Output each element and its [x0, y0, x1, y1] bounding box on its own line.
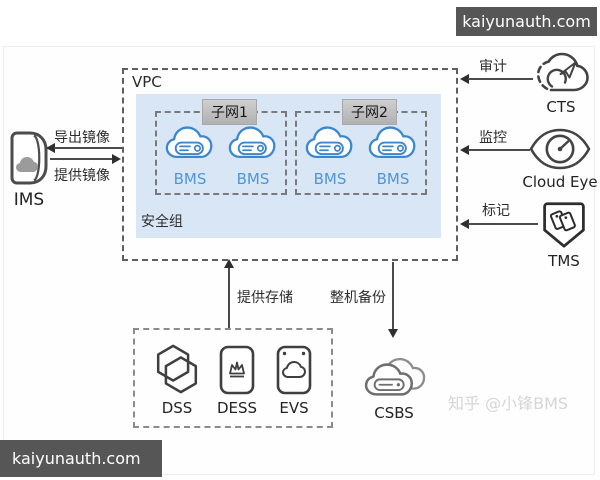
watermark-bottom: kaiyunauth.com — [0, 440, 162, 477]
bms-cloud-server-icon — [368, 126, 416, 159]
dess-crown-card-icon — [219, 345, 255, 395]
audit-arrow-label: 审计 — [479, 59, 507, 75]
storage-services-boundary — [133, 328, 333, 428]
bms-node-label: BMS — [313, 170, 347, 188]
cts-label: CTS — [546, 98, 576, 116]
security-group-label: 安全组 — [141, 214, 183, 230]
evs-cloud-card-icon — [276, 345, 312, 395]
audit-arrow-line — [468, 78, 533, 80]
dss-double-hexagon-icon — [156, 344, 198, 394]
bms-node-1: BMS — [164, 123, 216, 188]
bms-node-label: BMS — [236, 170, 270, 188]
cloud-eye-gauge-icon — [529, 128, 591, 170]
vpc-label: VPC — [132, 73, 162, 91]
provide-image-arrow-line — [50, 158, 113, 160]
export-image-arrow-label: 导出镜像 — [54, 130, 110, 146]
ims-label: IMS — [13, 190, 45, 210]
bms-cloud-server-icon — [305, 126, 353, 159]
bms-node-4: BMS — [367, 123, 419, 188]
tag-arrow-line — [468, 223, 538, 225]
tag-arrow-label: 标记 — [482, 203, 510, 219]
provide-image-arrow-label: 提供镜像 — [54, 168, 110, 184]
subnet-1-label: 子网1 — [202, 99, 257, 125]
watermark-bottom-text: kaiyunauth.com — [12, 449, 141, 468]
monitor-arrow-line — [468, 149, 530, 151]
cloud-eye-label: Cloud Eye — [522, 173, 598, 191]
provide-image-arrowhead — [112, 154, 121, 164]
tms-label: TMS — [548, 252, 580, 270]
provide-storage-arrowhead — [224, 259, 234, 268]
ims-image-file-cloud-icon — [10, 131, 48, 185]
watermark-zhihu: 知乎 @小锋BMS — [448, 394, 569, 413]
provide-storage-arrow-label: 提供存储 — [237, 290, 293, 306]
subnet-2-label: 子网2 — [342, 99, 397, 125]
bms-cloud-server-icon — [165, 126, 213, 159]
bms-node-2: BMS — [227, 123, 279, 188]
full-backup-arrow-line — [392, 262, 394, 329]
tms-shield-tags-icon — [543, 202, 585, 248]
bms-node-label: BMS — [376, 170, 410, 188]
bms-node-3: BMS — [304, 123, 356, 188]
audit-arrowhead — [460, 74, 469, 84]
full-backup-arrow-label: 整机备份 — [330, 290, 386, 306]
monitor-arrow-label: 监控 — [479, 130, 507, 146]
full-backup-arrowhead — [388, 329, 398, 338]
provide-storage-arrow-line — [228, 268, 230, 328]
vpc-boundary — [122, 68, 458, 261]
export-image-arrowhead — [46, 143, 55, 153]
export-image-arrow-line — [54, 147, 122, 149]
watermark-top: kaiyunauth.com — [456, 7, 597, 36]
evs-label: EVS — [279, 399, 309, 417]
dss-label: DSS — [161, 399, 193, 417]
tag-arrowhead — [460, 219, 469, 229]
bms-node-label: BMS — [173, 170, 207, 188]
monitor-arrowhead — [460, 145, 469, 155]
cts-cloud-trace-icon — [536, 52, 589, 92]
dess-label: DESS — [216, 399, 258, 417]
bms-cloud-server-icon — [228, 126, 276, 159]
watermark-top-text: kaiyunauth.com — [462, 12, 591, 31]
csbs-label: CSBS — [374, 404, 414, 422]
csbs-double-cloud-backup-icon — [364, 357, 426, 396]
